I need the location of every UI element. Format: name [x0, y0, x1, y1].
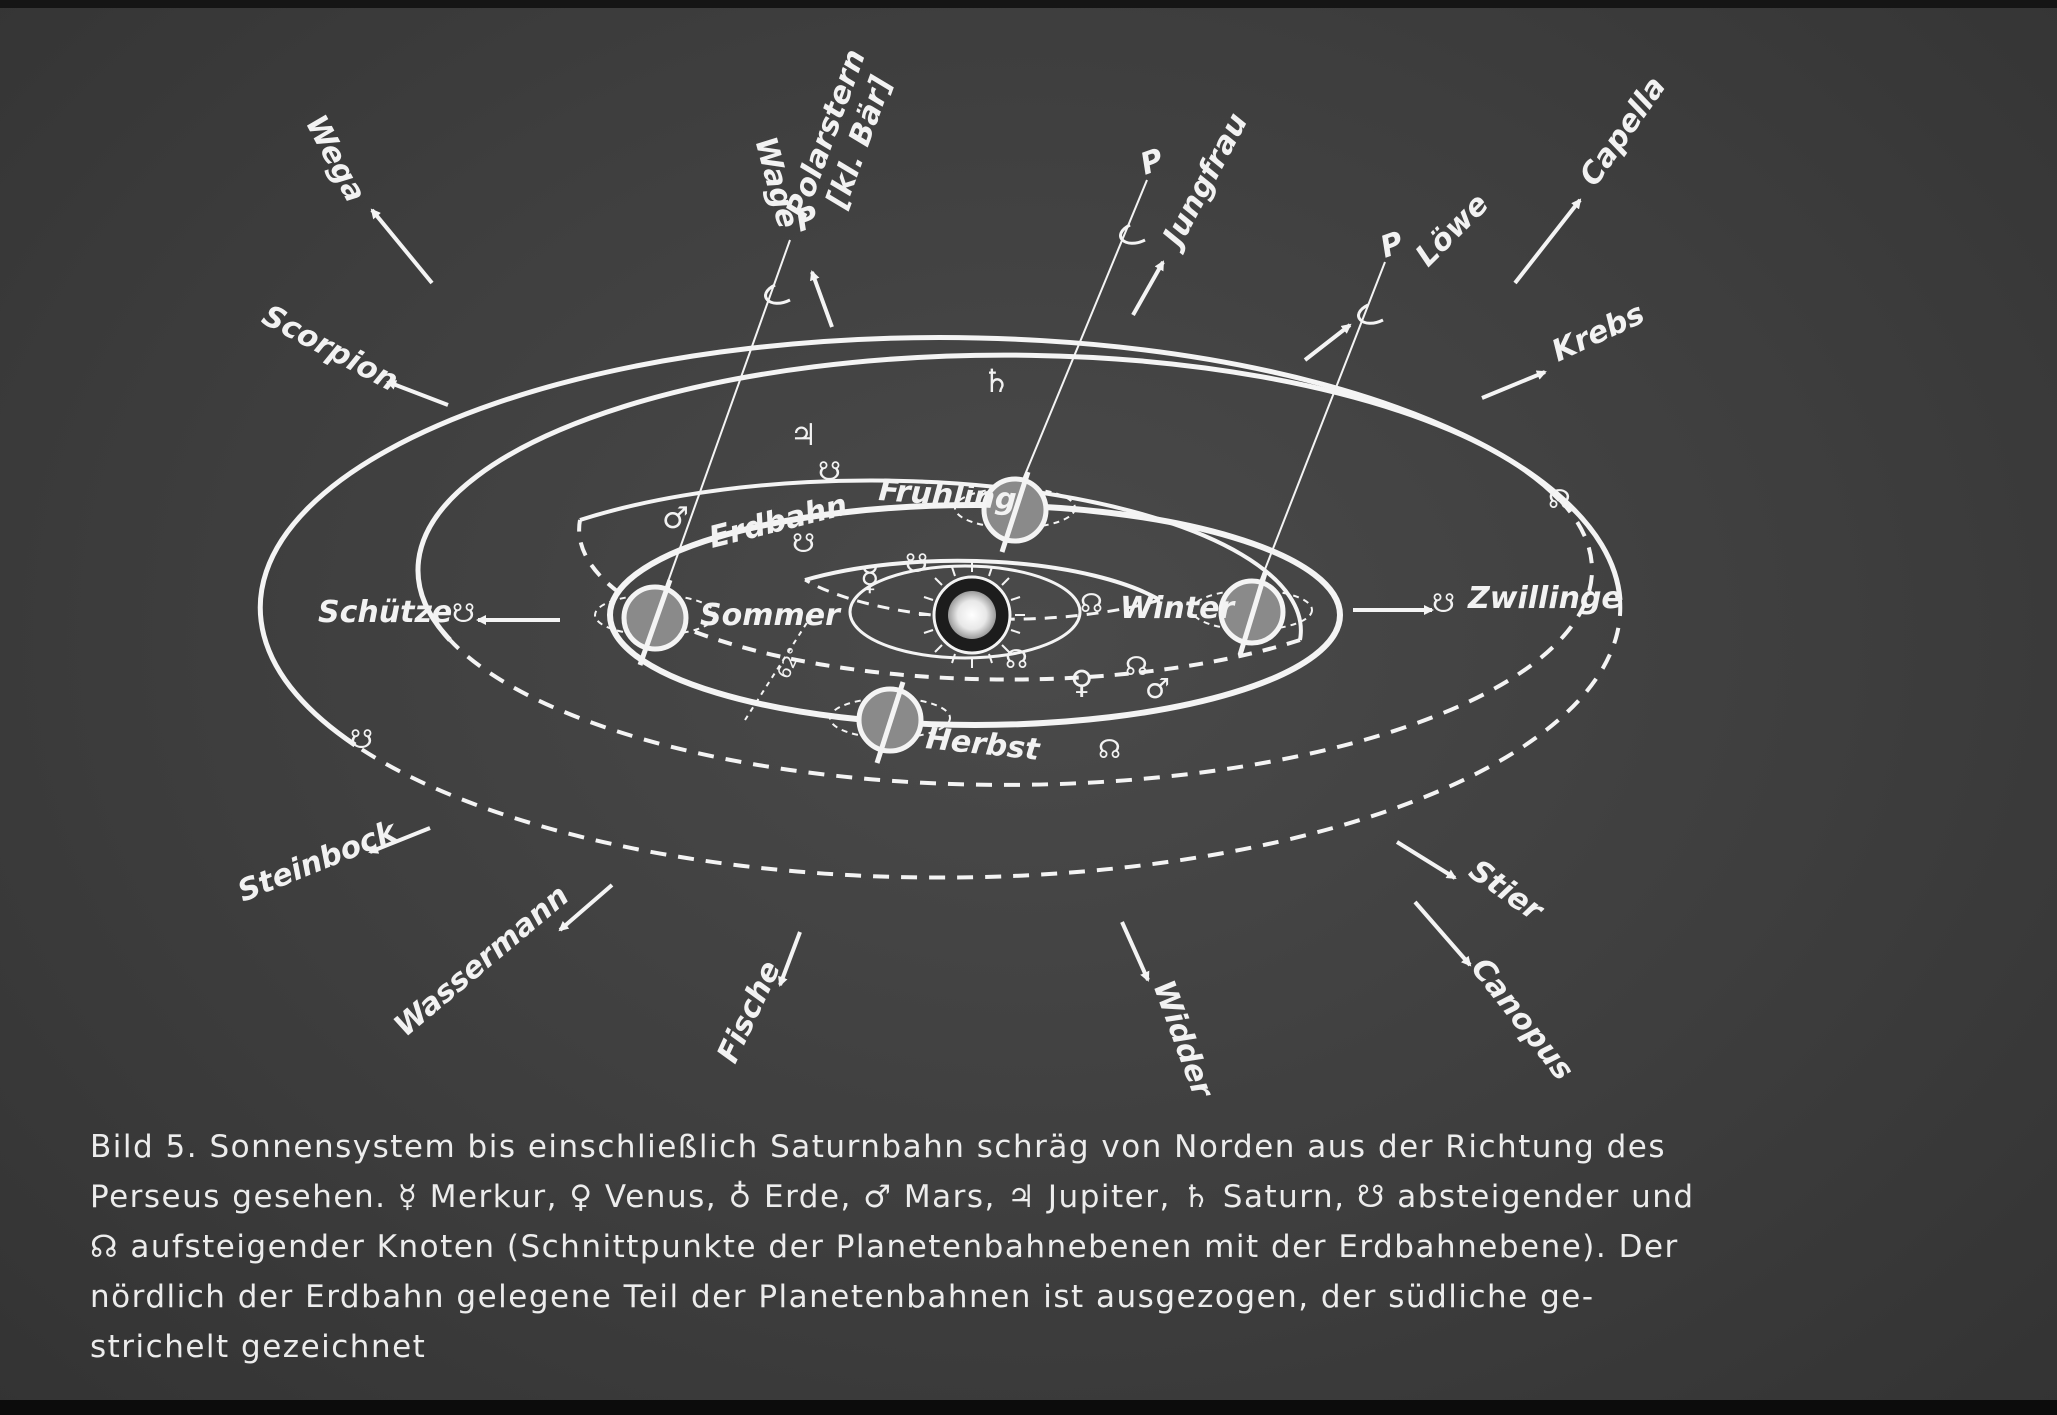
ascending-node-venus: ☊ [1080, 589, 1103, 619]
angle-label: 62° [773, 644, 806, 682]
descending-node-venus: ☋ [792, 529, 815, 559]
mercury-orbit [848, 564, 1082, 660]
mars-symbol: ♂ [662, 501, 689, 536]
label-herbst: Herbst [924, 721, 1043, 768]
descending-node-left: ☋ [452, 599, 475, 629]
label-wega: Wega [298, 109, 373, 208]
mercury-symbol: ☿ [860, 560, 880, 598]
label-fische: Fische [711, 956, 788, 1069]
venus-orbit-north [804, 558, 1161, 602]
mars-orbit-south [577, 519, 1301, 682]
arrow-wassermann [558, 883, 614, 932]
descending-node-saturn: ☋ [350, 725, 373, 755]
saturn-orbit-south [353, 599, 1623, 880]
film-edge-bottom [0, 1400, 2057, 1415]
label-krebs: Krebs [1547, 296, 1650, 369]
ascending-node-mars: ☊ [1125, 652, 1148, 682]
descending-node-mercury: ☋ [905, 549, 928, 579]
label-erdbahn: Erdbahn [705, 488, 850, 556]
jupiter-orbit-south [448, 498, 1594, 787]
earth-orbit [607, 502, 1343, 728]
earth-globe-autumn [829, 681, 951, 764]
label-winter: Winter [1120, 591, 1236, 626]
label-wassermann: Wassermann [388, 878, 576, 1044]
label-schuetze: Schütze [318, 595, 452, 630]
pole-label-spring: P [1136, 142, 1169, 182]
descending-node-right: ☋ [1432, 589, 1455, 619]
rotation-curl-winter [1357, 303, 1384, 325]
descending-node-jupiter: ☋ [818, 457, 841, 487]
rotation-curl-summer [764, 283, 791, 305]
arrow-capella [1513, 198, 1582, 285]
axis-line-summer [664, 239, 791, 591]
earth-globe-spring [954, 471, 1076, 553]
jupiter-symbol: ♃ [790, 418, 817, 453]
label-capella: Capella [1573, 70, 1673, 192]
earth-globe-summer [594, 579, 716, 666]
arrow-scorpion [386, 380, 449, 407]
ascending-node-saturn: ☊ [1548, 485, 1571, 515]
arrow-steinbock [368, 826, 431, 854]
earth-globe-winter [1191, 572, 1313, 656]
ascending-node-mercury: ☊ [1005, 645, 1028, 675]
arrow-fische [778, 931, 802, 987]
arrow-wega [370, 208, 434, 285]
label-canopus: Canopus [1464, 951, 1581, 1087]
label-zwillinge: Zwillinge [1467, 581, 1622, 616]
arrow-krebs [1481, 370, 1547, 400]
arrow-canopus [1413, 900, 1472, 967]
saturn-symbol: ♄ [982, 362, 1011, 400]
label-fruehling: Frühling [877, 473, 1017, 518]
figure-caption: Bild 5. Sonnensystem bis einschließlich … [90, 1122, 1830, 1372]
arrow-stier [1395, 840, 1457, 880]
sun [919, 562, 1025, 668]
film-edge-top [0, 0, 2057, 8]
axis-line-spring [1021, 179, 1148, 483]
arrow-wage [810, 270, 834, 328]
label-loewe: Löwe [1409, 187, 1496, 274]
saturn-orbit-north [257, 335, 1623, 748]
arrow-loewe [1303, 323, 1352, 362]
label-steinbock: Steinbock [233, 813, 404, 909]
label-scorpion: Scorpion [256, 298, 404, 399]
jupiter-orbit-north [415, 352, 1562, 642]
caption-line-4: nördlich der Erdbahn gelegene Teil der P… [90, 1279, 1595, 1315]
arrow-jungfrau [1131, 260, 1165, 316]
label-stier: Stier [1462, 853, 1551, 930]
mars-symbol-2: ♂ [1145, 672, 1170, 705]
axis-line-winter [1259, 261, 1386, 583]
label-jungfrau: Jungfrau [1154, 107, 1255, 256]
arrow-widder [1120, 921, 1150, 982]
caption-line-5: strichelt gezeichnet [90, 1329, 427, 1365]
rotation-curl-spring [1119, 223, 1146, 245]
pole-label-winter: P [1376, 225, 1409, 265]
ascending-node-jupiter: ☊ [1098, 735, 1121, 765]
angle-arc [744, 609, 816, 721]
label-widder: Widder [1145, 976, 1220, 1104]
mars-orbit-north [579, 478, 1303, 641]
caption-line-2: Perseus gesehen. ☿ Merkur, ♀ Venus, ♁ Er… [90, 1179, 1695, 1215]
caption-line-3: ☊ aufsteigender Knoten (Schnittpunkte de… [90, 1229, 1679, 1265]
label-sommer: Sommer [700, 598, 842, 633]
venus-symbol: ♀ [1070, 663, 1093, 701]
caption-line-1: Bild 5. Sonnensystem bis einschließlich … [90, 1129, 1667, 1165]
